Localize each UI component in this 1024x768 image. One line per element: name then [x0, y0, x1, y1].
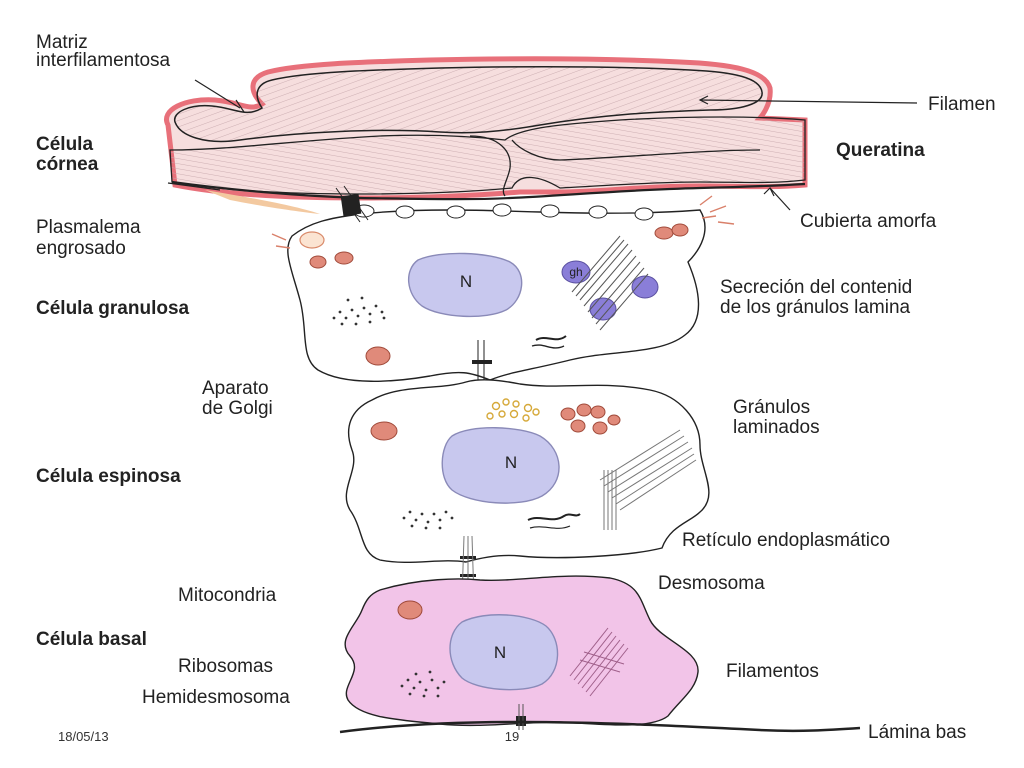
- tonofilaments-spinous: [599, 429, 697, 530]
- cornea-cell-boundary: [469, 135, 761, 197]
- nucleus-granular: [408, 252, 523, 318]
- er-spinous-2: [529, 525, 571, 529]
- label-matriz-2: interfilamentosa: [36, 50, 171, 71]
- footer-date: 18/05/13: [58, 729, 109, 744]
- label-ribosomas: Ribosomas: [178, 656, 273, 677]
- mitochondrion-spinous: [370, 421, 398, 441]
- footer-page-number: 19: [505, 729, 519, 744]
- filaments-basal: [569, 627, 629, 697]
- cornea-bottom-membrane: [171, 180, 806, 201]
- desmosome-cornea: [335, 185, 369, 223]
- label-desmosoma: Desmosoma: [658, 573, 765, 594]
- keratohyalin-granule: [631, 275, 659, 299]
- label-celula-basal: Célula basal: [36, 629, 147, 650]
- label-matriz-1: Matriz: [36, 32, 88, 53]
- cornea-upper-flap: [174, 65, 763, 143]
- thickened-plasmalemma: [205, 190, 320, 214]
- label-lamina-basal: Lámina bas: [868, 722, 966, 743]
- label-celula-cornea-1: Célula: [36, 134, 93, 155]
- label-aparato-2: de Golgi: [202, 398, 273, 419]
- label-filamen: Filamen: [928, 94, 996, 115]
- ribosomes-spinous: [402, 510, 454, 530]
- secretory-vesicle: [299, 231, 325, 249]
- membrane-vesicles: [353, 203, 654, 221]
- mitochondrion-basal: [397, 600, 423, 620]
- nucleus-basal-label: N: [494, 643, 506, 662]
- label-queratina: Queratina: [836, 140, 925, 161]
- nucleus-spinous: [441, 427, 560, 504]
- label-celula-granulosa: Célula granulosa: [36, 298, 190, 319]
- label-plasmalema-1: Plasmalema: [36, 217, 141, 238]
- label-celula-cornea-2: córnea: [36, 154, 99, 175]
- amorphous-coat: [271, 195, 735, 249]
- keratohyalin-label: gh: [569, 265, 582, 279]
- granular-cell: N gh: [271, 185, 735, 400]
- er-granular: [535, 335, 567, 341]
- basal-lamina: [339, 720, 861, 734]
- label-aparato-1: Aparato: [202, 378, 269, 399]
- laminated-granules: [560, 403, 621, 435]
- tonofilament-bundle: [571, 235, 649, 331]
- label-plasmalema-2: engrosado: [36, 238, 126, 259]
- keratohyalin-granule: [561, 260, 591, 284]
- er-spinous: [527, 513, 581, 521]
- keratohyalin-granule: [589, 297, 617, 321]
- ribosomes-granular: [332, 296, 386, 326]
- leader-lines: [167, 79, 918, 211]
- slide-footer: 18/05/13 19: [58, 729, 519, 744]
- basal-cell: N: [344, 575, 699, 730]
- label-granulos-1: Gránulos: [733, 397, 810, 418]
- label-secrecion-2: de los gránulos lamina: [720, 297, 911, 318]
- label-cubierta: Cubierta amorfa: [800, 211, 937, 232]
- label-celula-espinosa: Célula espinosa: [36, 466, 181, 487]
- cornea-lower-mass: [169, 116, 806, 195]
- nucleus-spinous-label: N: [505, 453, 517, 472]
- er-granular-2: [531, 344, 565, 349]
- label-hemidesmosoma: Hemidesmosoma: [142, 687, 290, 708]
- label-mitocondria: Mitocondria: [178, 585, 277, 606]
- label-reticulo: Retículo endoplasmático: [682, 530, 890, 551]
- mitochondria-granular: [309, 223, 689, 366]
- ribosomes-basal: [400, 670, 446, 698]
- golgi-apparatus: [486, 398, 540, 422]
- label-granulos-2: laminados: [733, 417, 820, 438]
- label-filamentos: Filamentos: [726, 661, 819, 682]
- nucleus-granular-label: N: [460, 272, 472, 291]
- corneal-cell-layer: [164, 56, 808, 214]
- nucleus-basal: [449, 614, 559, 691]
- spinous-cell: N: [345, 379, 710, 601]
- label-secrecion-1: Secreción del contenid: [720, 277, 912, 298]
- labels: Matriz interfilamentosa Filamen Célula c…: [36, 32, 996, 743]
